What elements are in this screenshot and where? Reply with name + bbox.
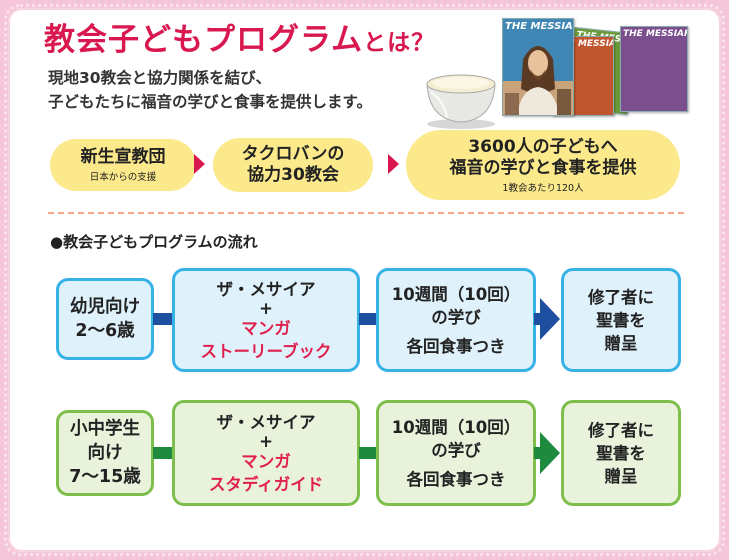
page-title: 教会子どもプログラムとは？ bbox=[44, 14, 435, 59]
material-line: ストーリーブック bbox=[200, 341, 332, 361]
target-age-box-school: 小中学生 向け 7～15歳 bbox=[56, 410, 154, 496]
children-sub: 1教会あたり120人 bbox=[502, 182, 584, 194]
sponsor-sub: 日本からの支援 bbox=[89, 172, 157, 183]
gift-line: 聖書を bbox=[596, 443, 646, 463]
gift-line: 修了者に bbox=[588, 287, 654, 307]
study-line: 10週間（10回） bbox=[391, 284, 521, 304]
study-line: の学び bbox=[431, 440, 481, 460]
rice-bowl-illustration bbox=[426, 74, 496, 129]
dashed-divider bbox=[48, 212, 684, 214]
target-line: 小中学生 bbox=[70, 419, 140, 439]
gift-line: 贈呈 bbox=[604, 466, 638, 486]
study-box: 10週間（10回） の学び 各回食事つき bbox=[376, 400, 536, 506]
sponsor-name: 新生宣教団 bbox=[80, 147, 166, 167]
book-cover-title: THE MESSIAH bbox=[505, 21, 574, 32]
material-plus: + bbox=[259, 298, 273, 318]
jesus-figure-icon bbox=[503, 46, 573, 115]
study-line: 各回食事つき bbox=[406, 336, 506, 356]
flow-step-children: 3600人の子どもへ 福音の学びと食事を提供 1教会あたり120人 bbox=[406, 130, 680, 200]
material-box-studyguide: ザ・メサイア + マンガ スタディガイド bbox=[172, 400, 360, 506]
target-line: 2～6歳 bbox=[75, 321, 135, 341]
connector bbox=[153, 447, 173, 459]
material-line: マンガ bbox=[241, 318, 291, 338]
connector bbox=[359, 313, 377, 325]
material-line: マンガ bbox=[241, 451, 291, 471]
flow-step-churches: タクロバンの 協力30教会 bbox=[213, 138, 373, 192]
target-line: 向け bbox=[87, 443, 123, 463]
gift-box: 修了者に 聖書を 贈呈 bbox=[561, 400, 681, 506]
churches-line-2: 協力30教会 bbox=[247, 165, 339, 185]
book-cover-5: THE MESSIAH bbox=[620, 26, 688, 112]
intro-line-1: 現地30教会と協力関係を結び、 bbox=[48, 69, 272, 87]
study-line: 10週間（10回） bbox=[391, 417, 521, 437]
material-line: ザ・メサイア bbox=[216, 412, 316, 432]
arrow-right-icon bbox=[534, 298, 560, 340]
gift-line: 贈呈 bbox=[604, 333, 638, 353]
gift-line: 修了者に bbox=[588, 420, 654, 440]
connector bbox=[359, 447, 377, 459]
title-suffix: とは？ bbox=[363, 30, 436, 56]
material-plus: + bbox=[259, 431, 273, 451]
intro-text: 現地30教会と協力関係を結び、 子どもたちに福音の学びと食事を提供します。 bbox=[48, 66, 428, 114]
book-cover-title: THE MESSIAH bbox=[623, 29, 688, 39]
target-age-box-preschool: 幼児向け 2～6歳 bbox=[56, 278, 154, 360]
book-cover-main: THE MESSIAH bbox=[502, 18, 574, 116]
study-line: の学び bbox=[431, 307, 481, 327]
target-line: 幼児向け bbox=[70, 297, 140, 317]
flow-arrow-icon bbox=[194, 154, 205, 174]
study-line: 各回食事つき bbox=[406, 469, 506, 489]
book-cover-title: THE MESSIAH bbox=[555, 39, 613, 49]
intro-line-2: 子どもたちに福音の学びと食事を提供します。 bbox=[48, 93, 372, 111]
material-line: ザ・メサイア bbox=[216, 279, 316, 299]
children-line-2: 福音の学びと食事を提供 bbox=[449, 157, 637, 178]
study-box: 10週間（10回） の学び 各回食事つき bbox=[376, 268, 536, 372]
children-line-1: 3600人の子どもへ bbox=[468, 136, 618, 157]
flow-arrow-icon bbox=[388, 154, 399, 174]
target-line: 7～15歳 bbox=[69, 467, 141, 487]
gift-line: 聖書を bbox=[596, 310, 646, 330]
gift-box: 修了者に 聖書を 贈呈 bbox=[561, 268, 681, 372]
connector bbox=[153, 313, 173, 325]
material-box-storybook: ザ・メサイア + マンガ ストーリーブック bbox=[172, 268, 360, 372]
material-line: スタディガイド bbox=[208, 474, 324, 494]
section-title: ●教会子どもプログラムの流れ bbox=[50, 233, 258, 251]
arrow-right-icon bbox=[534, 432, 560, 474]
flow-step-sponsor: 新生宣教団 日本からの支援 bbox=[50, 139, 196, 191]
churches-line-1: タクロバンの bbox=[241, 144, 345, 164]
title-main: 教会子どもプログラム bbox=[44, 22, 364, 58]
